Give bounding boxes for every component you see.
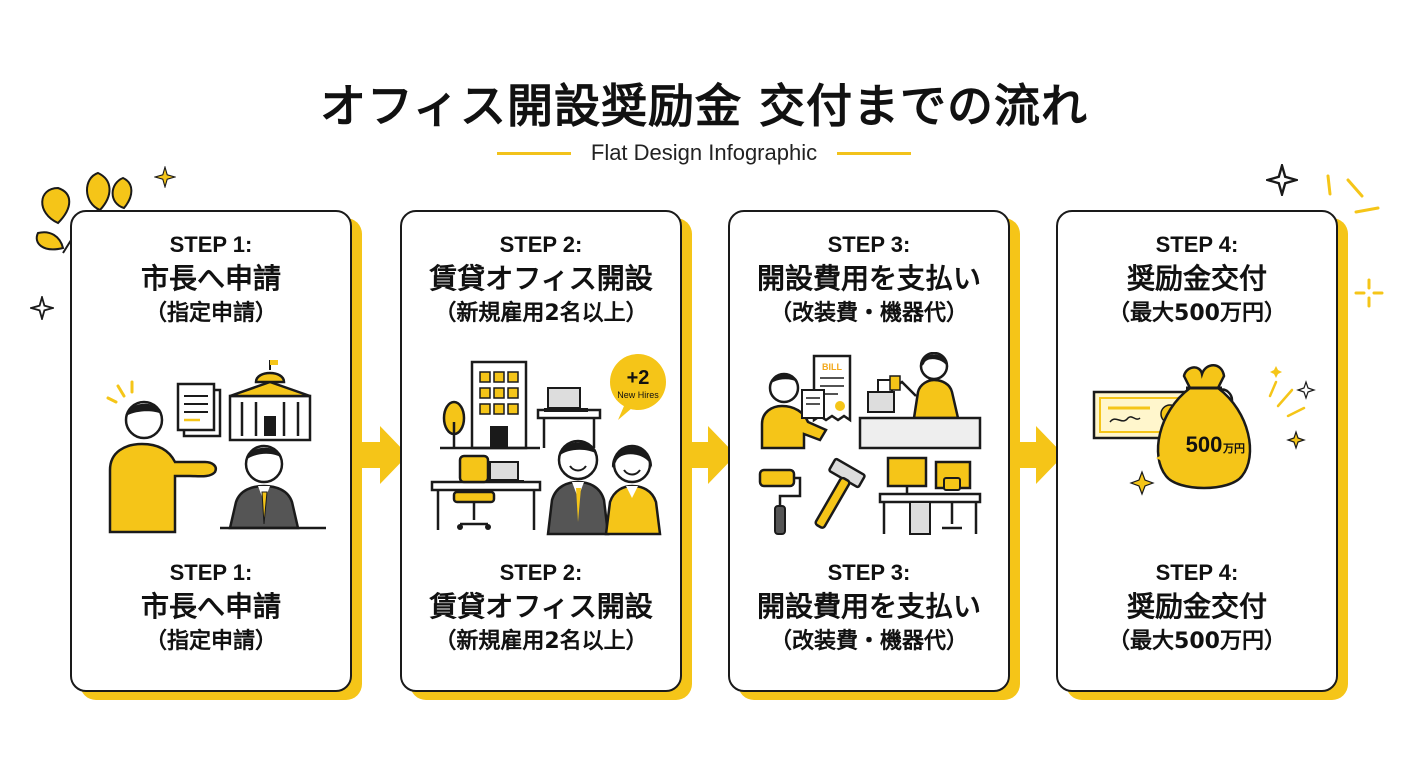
bill-icon: BILL bbox=[801, 354, 852, 423]
office-building-icon bbox=[470, 360, 528, 450]
step-subtitle: （指定申請） bbox=[144, 629, 277, 654]
step-subtitle: （改装費・機器代） bbox=[769, 301, 968, 326]
sparkle-icon bbox=[154, 166, 176, 188]
page-title: オフィス開設奨励金 交付までの流れ bbox=[319, 79, 1089, 133]
step-subtitle: （新規雇用2名以上） bbox=[434, 301, 648, 326]
step-header-bottom: STEP 1: 市長へ申請 （指定申請） bbox=[72, 558, 350, 658]
step-label: STEP 4: bbox=[1155, 232, 1239, 257]
step-subtitle: （改装費・機器代） bbox=[769, 629, 968, 654]
step-subtitle: （新規雇用2名以上） bbox=[434, 629, 648, 654]
new-hires-badge: +2 New Hires bbox=[610, 354, 666, 420]
step-title: 開設費用を支払い bbox=[756, 262, 981, 295]
document-icon bbox=[176, 382, 222, 438]
paint-roller-icon bbox=[758, 468, 802, 535]
bag-amount: 500 bbox=[1186, 432, 1223, 457]
subtitle-line-left bbox=[496, 151, 571, 155]
shine-lines-icon bbox=[1268, 380, 1306, 418]
burst-lines-icon bbox=[1326, 174, 1380, 214]
new-employees-icon bbox=[546, 439, 662, 536]
step-header-top: STEP 1: 市長へ申請 （指定申請） bbox=[72, 230, 350, 330]
sparkle-icon bbox=[30, 296, 54, 320]
laptop-icon bbox=[544, 387, 588, 412]
step-card-3: STEP 3: 開設費用を支払い （改装費・機器代） BILL bbox=[728, 210, 1010, 692]
step-label: STEP 2: bbox=[499, 560, 583, 585]
step-subtitle: （指定申請） bbox=[144, 301, 277, 326]
bag-unit: 万円 bbox=[1222, 442, 1245, 455]
step-header-top: STEP 4: 奨励金交付 （最大500万円） bbox=[1058, 230, 1336, 330]
sparkle-icon bbox=[1266, 164, 1298, 196]
arrow-right-icon bbox=[1010, 426, 1064, 484]
step-card-1: STEP 1: 市長へ申請 （指定申請） bbox=[70, 210, 352, 692]
step-card-4: STEP 4: 奨励金交付 （最大500万円） 500 万円 bbox=[1056, 210, 1338, 692]
step-subtitle: （最大500万円） bbox=[1108, 301, 1286, 326]
tree-icon bbox=[442, 400, 466, 448]
step-title: 奨励金交付 bbox=[1126, 262, 1267, 295]
hammer-icon bbox=[814, 457, 866, 529]
crosshair-sparkle-icon bbox=[1354, 278, 1384, 308]
step4-illustration: 500 万円 bbox=[1092, 364, 1316, 496]
step-subtitle: （最大500万円） bbox=[1108, 629, 1286, 654]
arrow-right-icon bbox=[354, 426, 408, 484]
step-title: 市長へ申請 bbox=[140, 590, 281, 623]
cashier-icon bbox=[867, 352, 960, 420]
badge-text: New Hires bbox=[617, 390, 659, 400]
sparkle-icon bbox=[1129, 366, 1306, 496]
subtitle-row: Flat Design Infographic bbox=[0, 138, 1408, 168]
office-chair-icon bbox=[452, 454, 496, 530]
counter-icon bbox=[858, 416, 982, 450]
badge-value: +2 bbox=[627, 367, 650, 389]
step-header-bottom: STEP 4: 奨励金交付 （最大500万円） bbox=[1058, 558, 1336, 658]
step3-illustration: BILL bbox=[758, 352, 982, 535]
person-pointing-icon bbox=[108, 400, 217, 534]
alert-lines-icon bbox=[106, 380, 134, 404]
step-title: 開設費用を支払い bbox=[756, 590, 981, 623]
step-title: 奨励金交付 bbox=[1126, 590, 1267, 623]
step-title: 賃貸オフィス開設 bbox=[429, 262, 653, 295]
step-label: STEP 4: bbox=[1155, 560, 1239, 585]
step-header-top: STEP 3: 開設費用を支払い （改装費・機器代） bbox=[730, 230, 1008, 330]
step-label: STEP 3: bbox=[827, 232, 911, 257]
customer-icon bbox=[760, 372, 828, 450]
page-subtitle: Flat Design Infographic bbox=[590, 140, 818, 165]
step-header-bottom: STEP 2: 賃貸オフィス開設 （新規雇用2名以上） bbox=[402, 558, 680, 658]
step-card-2: STEP 2: 賃貸オフィス開設 （新規雇用2名以上） bbox=[400, 210, 682, 692]
step-header-top: STEP 2: 賃貸オフィス開設 （新規雇用2名以上） bbox=[402, 230, 680, 330]
step2-illustration: +2 New Hires bbox=[430, 354, 666, 536]
laptop-icon bbox=[486, 461, 524, 483]
step-title: 賃貸オフィス開設 bbox=[429, 590, 653, 623]
sparkle-icon bbox=[1296, 380, 1316, 400]
money-bag-icon: 500 万円 bbox=[1156, 364, 1252, 490]
official-icon bbox=[220, 444, 326, 530]
bill-text: BILL bbox=[822, 362, 842, 372]
city-hall-icon bbox=[228, 360, 312, 442]
step-title: 市長へ申請 bbox=[140, 262, 281, 295]
arrow-right-icon bbox=[682, 426, 736, 484]
step-header-bottom: STEP 3: 開設費用を支払い （改装費・機器代） bbox=[730, 558, 1008, 658]
subtitle-line-right bbox=[837, 151, 912, 155]
computer-desk-icon bbox=[878, 456, 982, 535]
step-label: STEP 1: bbox=[169, 560, 253, 585]
step-label: STEP 2: bbox=[499, 232, 583, 257]
step1-illustration bbox=[106, 360, 326, 534]
step-label: STEP 3: bbox=[827, 560, 911, 585]
step-label: STEP 1: bbox=[169, 232, 253, 257]
